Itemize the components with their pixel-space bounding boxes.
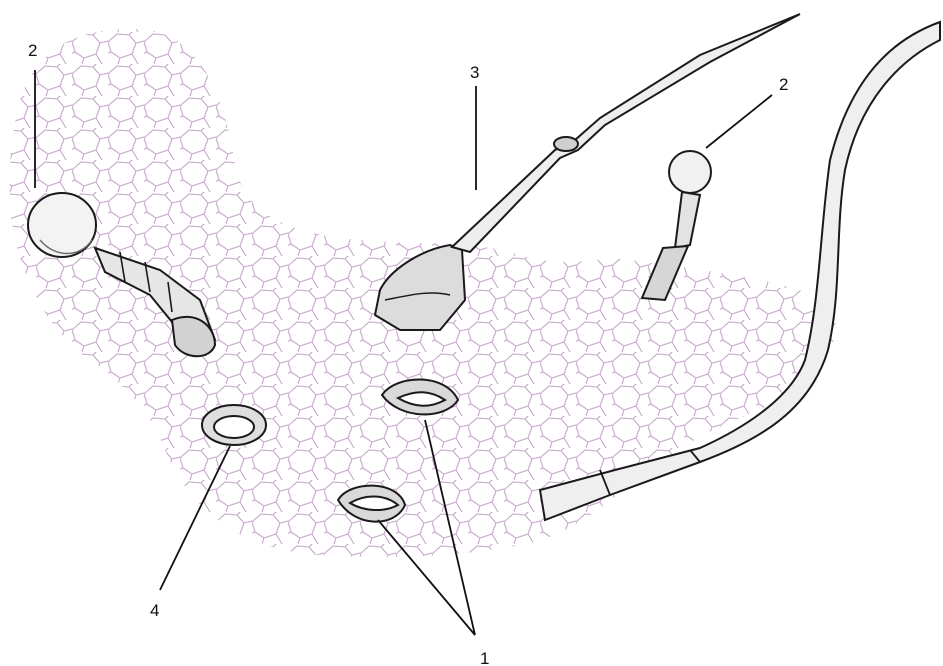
label-4: 4 (150, 602, 159, 619)
label-1: 1 (480, 650, 489, 666)
label-2-left: 2 (28, 42, 37, 59)
stoma-round (202, 405, 266, 445)
label-2-right: 2 (779, 76, 788, 93)
label-3: 3 (470, 64, 479, 81)
